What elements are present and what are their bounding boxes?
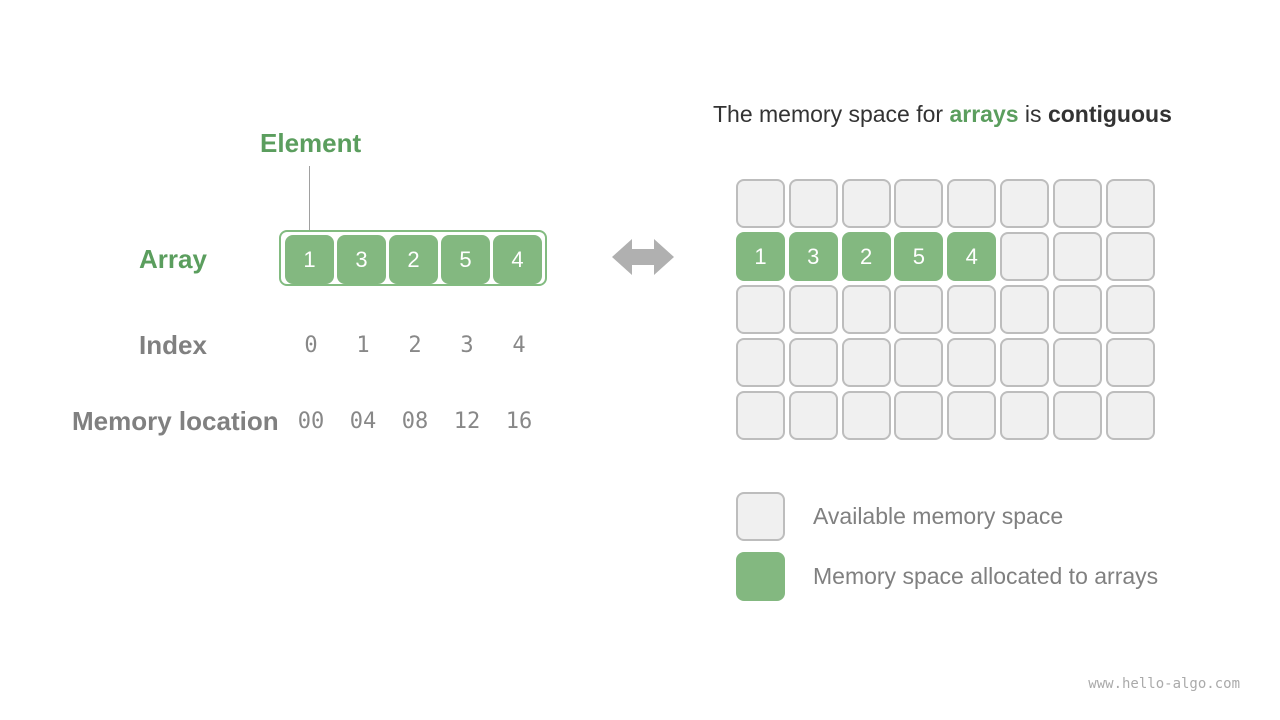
watermark: www.hello-algo.com (1088, 676, 1240, 692)
array-cell: 5 (441, 235, 490, 284)
memory-title: The memory space for arrays is contiguou… (713, 101, 1172, 127)
memory-cell-available (1052, 391, 1102, 440)
memory-cell-allocated: 5 (894, 232, 944, 281)
memory-cell-available (788, 285, 838, 334)
element-pointer-line (309, 166, 310, 231)
legend-allocated-swatch (736, 552, 785, 601)
index-value: 1 (356, 333, 370, 358)
memory-cell-available (1052, 338, 1102, 387)
memory-cell-available (947, 391, 997, 440)
array-label: Array (139, 244, 207, 274)
index-value: 4 (512, 333, 526, 358)
array-cell: 1 (285, 235, 334, 284)
legend-allocated-label: Memory space allocated to arrays (813, 563, 1159, 589)
memory-cell-available (894, 338, 944, 387)
memory-cell-available (788, 179, 838, 228)
index-value: 3 (460, 333, 474, 358)
memory-cell-available (1052, 232, 1102, 281)
memory-cell-available (947, 338, 997, 387)
memory-cell-available (841, 391, 891, 440)
memory-cell-available (841, 285, 891, 334)
memory-cell-available (947, 179, 997, 228)
memory-cell-available (894, 179, 944, 228)
address-value: 12 (453, 409, 481, 434)
memory-cell-available (1000, 338, 1049, 387)
double-arrow-icon (612, 239, 674, 275)
memory-cell-available (736, 285, 785, 334)
memory-cell-available (1000, 179, 1049, 228)
element-label: Element (260, 128, 362, 158)
memory-cell-available (1000, 391, 1049, 440)
memory-cell-available (1105, 338, 1155, 387)
index-value: 2 (408, 333, 422, 358)
memory-cell-available (1105, 179, 1155, 228)
memory-cell-available (1052, 179, 1102, 228)
index-value: 0 (304, 333, 318, 358)
memory-cell-available (841, 179, 891, 228)
address-value: 16 (505, 409, 533, 434)
address-value: 00 (297, 409, 325, 434)
memory-cell-available (841, 338, 891, 387)
memory-cell-available (1000, 285, 1049, 334)
memory-cell-allocated: 3 (788, 232, 838, 281)
memory-cell-allocated: 2 (841, 232, 891, 281)
array-cell: 4 (493, 235, 542, 284)
memory-cell-allocated: 4 (947, 232, 997, 281)
memory-cell-available (894, 285, 944, 334)
index-label: Index (139, 330, 207, 360)
memory-cell-available (947, 285, 997, 334)
memory-cell-available (1105, 232, 1155, 281)
memory-cell-available (736, 179, 785, 228)
memory-cell-available (1052, 285, 1102, 334)
memory-cell-available (736, 338, 785, 387)
memory-cell-available (1000, 232, 1049, 281)
address-value: 08 (401, 409, 429, 434)
address-value: 04 (349, 409, 377, 434)
memory-location-label: Memory location (72, 406, 279, 436)
array-cell: 2 (389, 235, 438, 284)
legend-available-label: Available memory space (813, 503, 1064, 529)
array-cell: 3 (337, 235, 386, 284)
memory-cell-available (788, 391, 838, 440)
memory-cell-allocated: 1 (736, 232, 785, 281)
legend-available-swatch (736, 492, 785, 541)
memory-cell-available (1105, 391, 1155, 440)
memory-cell-available (1105, 285, 1155, 334)
memory-cell-available (736, 391, 785, 440)
memory-cell-available (788, 338, 838, 387)
memory-cell-available (894, 391, 944, 440)
